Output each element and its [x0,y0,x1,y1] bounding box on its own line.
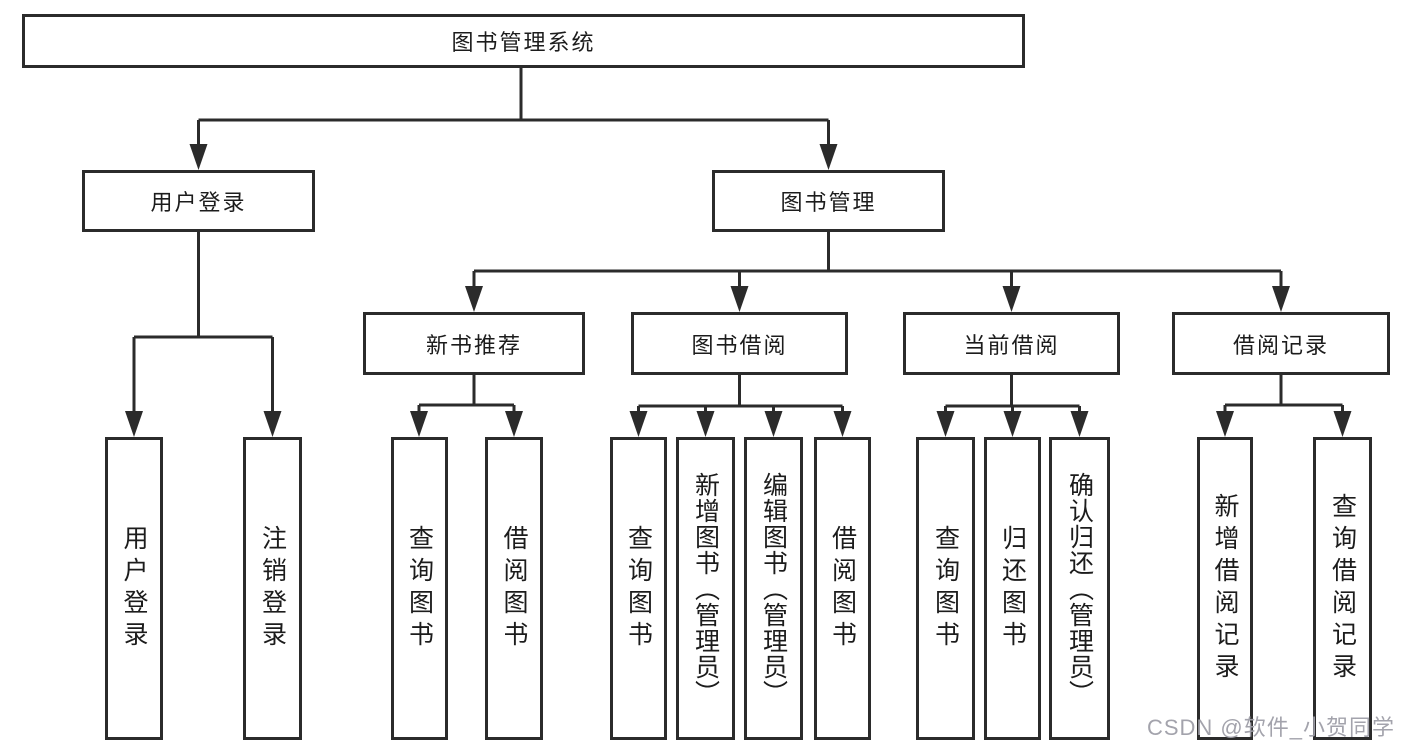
leaf-edit-book-admin: 编辑图书（管理员） [744,437,803,740]
leaf-query-books-recommend: 查询图书 [391,437,448,740]
node-book-borrow: 图书借阅 [631,312,848,375]
leaf-query-books-borrow: 查询图书 [610,437,667,740]
node-new-book-recommend: 新书推荐 [363,312,585,375]
leaf-logout: 注销登录 [243,437,302,740]
leaf-user-login: 用户登录 [105,437,163,740]
connector-book-borrow [637,375,844,415]
connector-borrow-records [1223,375,1344,415]
node-root: 图书管理系统 [22,14,1025,68]
node-current-borrow: 当前借阅 [903,312,1120,375]
leaf-query-books-current: 查询图书 [916,437,975,740]
connector-book-management [472,232,1283,290]
node-book-management: 图书管理 [712,170,945,232]
node-user-login: 用户登录 [82,170,315,232]
connector-root [197,68,830,150]
connector-user-login [132,232,274,415]
connector-current-borrow [944,375,1081,415]
leaf-borrow-books-recommend: 借阅图书 [485,437,543,740]
leaf-add-book-admin: 新增图书（管理员） [676,437,735,740]
leaf-query-borrow-record: 查询借阅记录 [1313,437,1372,740]
leaf-add-borrow-record: 新增借阅记录 [1197,437,1253,740]
connector-new-book-recommend [417,375,516,415]
node-borrow-records: 借阅记录 [1172,312,1390,375]
csdn-watermark: CSDN @软件_小贺同学 [1146,715,1395,740]
leaf-confirm-return-admin: 确认归还（管理员） [1049,437,1110,740]
leaf-return-book: 归还图书 [984,437,1041,740]
leaf-borrow-books-borrow: 借阅图书 [814,437,871,740]
